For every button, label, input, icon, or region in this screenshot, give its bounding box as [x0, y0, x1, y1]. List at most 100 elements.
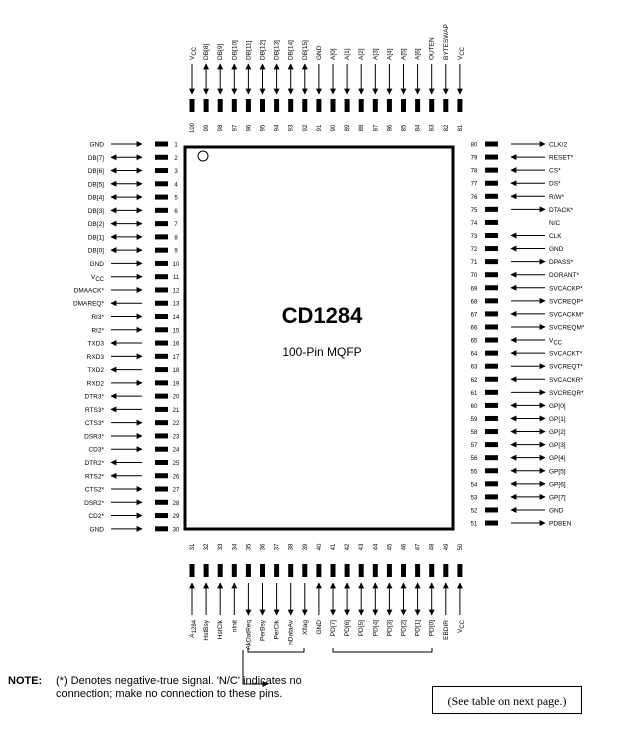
pin-label: GP[7]: [549, 494, 566, 501]
pin-number: 87: [373, 124, 379, 131]
pin-number: 94: [275, 124, 281, 131]
pin-label: DPASS*: [549, 259, 574, 266]
pin-label: DB[2]: [88, 221, 104, 228]
pin-number: 27: [173, 488, 180, 494]
pin-pad: [231, 99, 237, 112]
pin-number: 60: [471, 404, 478, 410]
pin-pad: [485, 507, 498, 513]
pin-number: 95: [261, 124, 267, 131]
pin-label: GP[6]: [549, 481, 566, 488]
pin-pad: [155, 499, 168, 505]
pin-number: 6: [174, 209, 178, 215]
pin-pad: [443, 564, 449, 577]
pin-pad: [429, 99, 435, 112]
pin-pad: [386, 564, 392, 577]
pin-label: VCC: [457, 46, 466, 60]
pin-number: 90: [331, 124, 337, 131]
pin1-marker: [197, 150, 209, 162]
pin-88-a-2: 88A[2]: [358, 48, 365, 131]
pin-label: AkDatReq: [245, 620, 252, 650]
pin-pad: [485, 415, 498, 421]
pin-number: 91: [317, 124, 323, 131]
pin-number: 64: [471, 352, 478, 358]
pin-pad: [457, 564, 463, 577]
pin-number: 11: [173, 275, 180, 281]
pin-pad: [485, 259, 498, 265]
pin-71-dpass: 71 DPASS*: [471, 258, 574, 266]
pin-number: 70: [471, 273, 478, 279]
pins-layer: 1GND2DB[7]3DB[6]4DB[5]5DB[4]6DB[3]7DB[2]…: [73, 24, 585, 653]
pin-pad: [189, 564, 195, 577]
pin-pad: [485, 494, 498, 500]
pin-pad: [155, 353, 168, 359]
pin-label: CD2*: [88, 513, 104, 520]
pin-number: 66: [471, 325, 478, 331]
pin-pad: [231, 564, 237, 577]
pin-3-db-6: 3DB[6]: [88, 167, 178, 175]
pin-pad: [485, 285, 498, 291]
pin-number: 96: [246, 124, 252, 131]
pin-label: GND: [316, 45, 323, 60]
pin-number: 22: [173, 421, 180, 427]
pin-number: 9: [174, 249, 178, 255]
pin-6-db-3: 6DB[3]: [88, 207, 178, 215]
pin-pad: [316, 564, 322, 577]
pin-label: A[2]: [358, 48, 365, 60]
pin-pad: [302, 99, 308, 112]
pin-pad: [485, 167, 498, 173]
pin-label: DB[13]: [274, 40, 281, 60]
pin-pad: [485, 442, 498, 448]
vcc-subscript: CC: [95, 277, 104, 283]
pin-number: 71: [471, 260, 478, 266]
pin-label: CLK/2: [549, 142, 567, 149]
pin-pad: [485, 468, 498, 474]
vcc-subscript: CC: [553, 341, 562, 347]
output-group-bracket: [247, 648, 305, 653]
pin-number: 53: [471, 495, 478, 501]
pin-number: 69: [471, 286, 478, 292]
pin-label: PD[3]: [386, 620, 393, 636]
pin-label: GND: [316, 620, 323, 635]
pin-label: DTACK*: [549, 207, 574, 214]
chip-package: 100-Pin MQFP: [282, 345, 361, 359]
pin-number: 99: [204, 124, 210, 131]
pin-label: GND: [90, 526, 105, 533]
pin-number: 4: [174, 182, 178, 188]
pin-pad: [155, 459, 168, 465]
pin-85-a-5: 85A[5]: [400, 48, 408, 131]
pin-number: 97: [232, 124, 238, 131]
pin-number: 77: [471, 182, 478, 188]
pin-pad: [155, 327, 168, 333]
pin-label: SVCREQP*: [549, 298, 584, 305]
pin-label: GND: [90, 142, 105, 149]
pin-2-db-7: 2DB[7]: [88, 154, 178, 162]
pin-number: 92: [303, 124, 309, 131]
pin-pad: [485, 389, 498, 395]
pin-number: 45: [387, 543, 393, 550]
pin-pad: [155, 314, 168, 320]
pin-label: SVCACKP*: [549, 285, 583, 292]
pin-pad: [155, 420, 168, 426]
pin-number: 20: [173, 395, 180, 401]
pin-number: 28: [173, 501, 180, 507]
vcc-subscript: CC: [192, 46, 198, 55]
pin-pad: [344, 99, 350, 112]
pin-number: 72: [471, 247, 478, 253]
